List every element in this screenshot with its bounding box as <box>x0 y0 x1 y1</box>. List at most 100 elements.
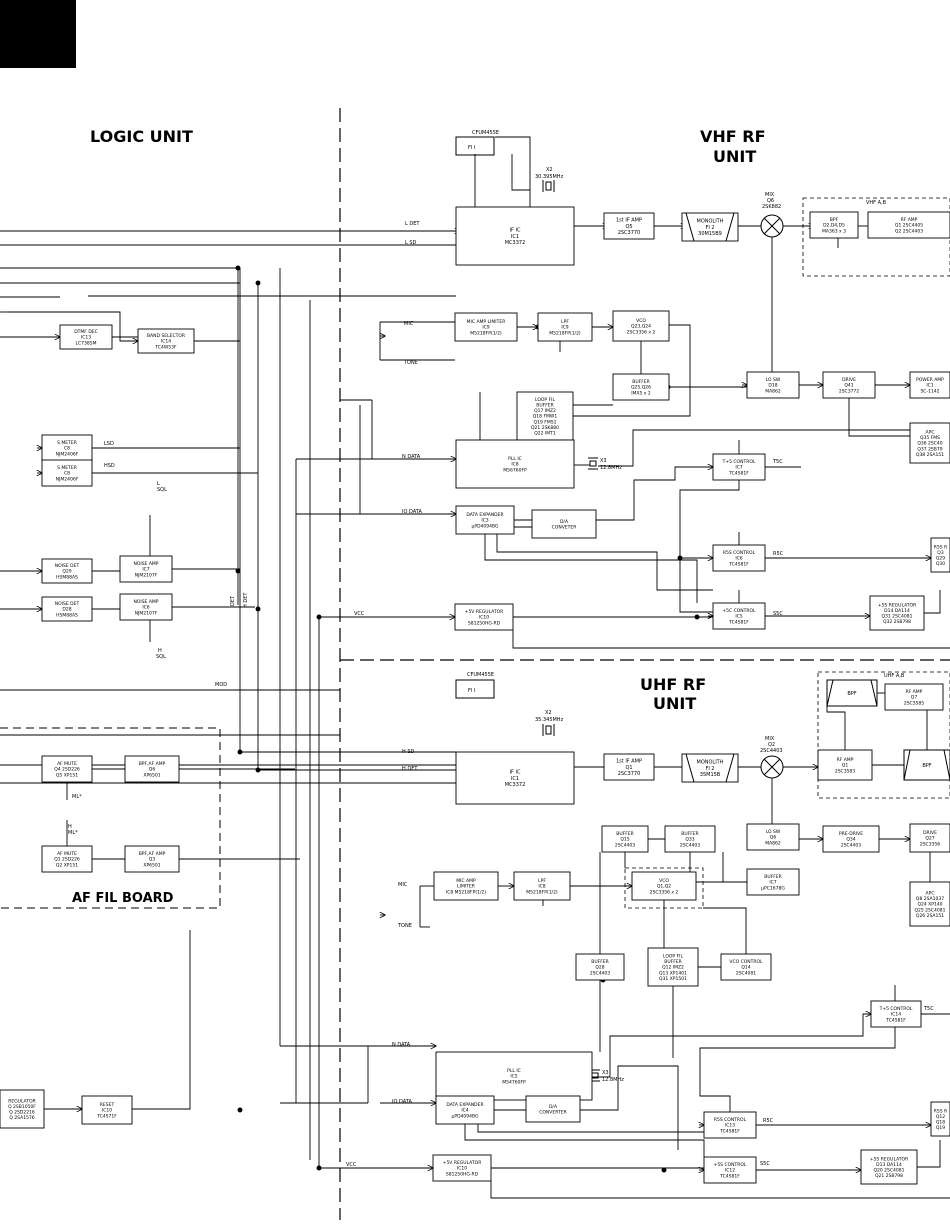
wire-15 <box>495 136 531 207</box>
uhf-loop-fil-buffer-line-3: Q13 XP1401 <box>659 970 687 976</box>
uhf-vco-control-line-1: Q14 <box>741 965 750 971</box>
signal-uhf-r5c: R5C <box>763 1118 774 1124</box>
vhf-first-if-amp-line-0: 1st IF AMP <box>616 218 642 224</box>
logic-regulator-line-0: REGULATOR <box>8 1098 36 1104</box>
vhf-x2-freq: 30.395MHz <box>535 174 564 180</box>
wire-125 <box>477 1124 704 1133</box>
logic-bpf-af-amp-1-line-2: XP6501 <box>143 772 160 778</box>
vhf-lpf-line-2: M5218FP(1/2) <box>549 330 581 336</box>
uhf-data-expander-line-1: IC4 <box>461 1108 468 1114</box>
vhf-rf-title: VHF RF <box>700 127 766 146</box>
uhf-apc-line-0: APC <box>926 890 935 896</box>
vhf-r5s-regulator-line-3: Q30 <box>936 561 945 567</box>
vhf-mic-amp-limiter-line-0: MIC AMP LIMITER <box>467 319 506 325</box>
junction-dot <box>694 614 700 620</box>
vhf-da-converter-line-0: D/A <box>560 519 569 525</box>
logic-reset-line-1: IC10 <box>102 1108 112 1114</box>
logic-af-mute-1-line-1: Q4 2SD226 <box>54 767 80 773</box>
uhf-mic-amp-limiter-line-2: IC8 M5218FP(1/2) <box>446 889 486 895</box>
junction-dot <box>255 280 261 286</box>
uhf-loop-fil-buffer-line-2: Q12 IMZ2 <box>662 965 684 971</box>
signal-vhf-t5c: T5C <box>772 459 783 465</box>
logic-af-mute-1-line-0: AF MUTE <box>57 761 77 767</box>
monolith-slash <box>685 753 695 783</box>
uhf-pre-drive-line-0: PRE-DRIVE <box>839 831 863 837</box>
signal-mod: MOD <box>215 682 227 688</box>
vhf-vco-line-1: Q23,Q24 <box>631 324 651 330</box>
monolith-slash <box>725 212 735 242</box>
signal-h-det: H DET <box>402 766 418 772</box>
uhf-apc-line-2: Q24 XP140 <box>917 902 942 908</box>
wire-58 <box>239 268 456 753</box>
vhf-power-amp-line-2: SC-1142 <box>920 388 939 394</box>
vhf-fil-label: CFUM455E <box>472 130 499 136</box>
logic-af-mute-2-line-1: Q1 2SD226 <box>54 857 80 863</box>
logic-s-meter-1-line-0: S METER <box>57 440 77 446</box>
vhf-lo-sw-line-2: MA862 <box>765 388 781 394</box>
uhf-loop-fil-buffer-line-4: Q31 XP1501 <box>659 976 687 982</box>
uhf-apc-line-4: Q26 2SA151 <box>916 913 944 919</box>
vhf-ceramic-filter: FI I <box>455 136 495 156</box>
logic-noise-amp-2-line-1: IC6 <box>142 605 149 611</box>
vhf-if-ic-line-1: IC1 <box>511 234 519 240</box>
uhf-monolith-filter-line-1: FI 2 <box>705 766 714 772</box>
logic-bpf-af-amp-1-line-0: BPF,AF AMP <box>139 761 166 767</box>
vhf-crystal-x2 <box>542 180 555 192</box>
uhf-bpf-2: BPF <box>903 749 950 781</box>
vhf-t5-control-line-0: T+5 CONTROL <box>722 459 756 465</box>
uhf-r5s-regulator-line-2: Q18 <box>936 1120 945 1126</box>
wire-28 <box>598 429 910 467</box>
vhf-power-amp-line-0: POWER AMP <box>916 377 944 383</box>
logic-noise-amp-2-line-0: NOISE AMP <box>133 599 158 605</box>
signal-vhf-vcc: VCC <box>354 611 365 617</box>
uhf-rf-amp-bottom-line-0: RF AMP <box>837 757 854 763</box>
uhf-data-expander-line-0: DATA EXPANDER <box>446 1102 483 1108</box>
logic-noise-amp-1-line-1: IC7 <box>142 567 149 573</box>
signal-uhf-tone: TONE <box>397 923 412 929</box>
uhf-pre-drive-line-1: Q34 <box>846 837 855 843</box>
wire-101 <box>689 852 747 883</box>
logic-noise-det-1-line-2: HSM88AS <box>56 574 78 580</box>
wire-34 <box>679 480 740 559</box>
vhf-5s-regulator-line-2: Q31 2SC4081 <box>881 614 912 620</box>
signal-h-sd: H SD <box>402 749 415 755</box>
logic-noise-det-2-line-2: HSM88AS <box>56 612 78 618</box>
logic-noise-amp-1-line-2: NJM2107F <box>135 572 158 578</box>
wire-124 <box>464 1124 705 1157</box>
junction-dot <box>316 1165 322 1171</box>
uhf-buffer-ic7-line-0: BUFFER <box>764 874 782 880</box>
vhf-unit-title: UNIT <box>713 147 756 166</box>
uhf-buffer-q15-line-0: BUFFER <box>616 831 634 837</box>
uhf-drive-line-0: DRIVE <box>923 830 937 836</box>
logic-noise-amp-1-line-0: NOISE AMP <box>133 561 158 567</box>
logic-reset-line-0: RESET <box>100 1102 115 1108</box>
uhf-mixer <box>760 755 784 779</box>
uhf-5s-control-line-2: TC4S81F <box>719 1173 740 1179</box>
signal-h-sql-h: H <box>158 648 162 654</box>
vhf-mix-part: 2SK882 <box>762 204 781 210</box>
uhf-t5-control-line-2: TC4S81F <box>885 1017 906 1023</box>
vhf-if-ic-line-2: MC3372 <box>505 240 526 246</box>
uhf-mix-part: 2SC4403 <box>760 748 783 754</box>
uhf-buffer-ic7-line-2: μPC1678G <box>761 885 785 891</box>
